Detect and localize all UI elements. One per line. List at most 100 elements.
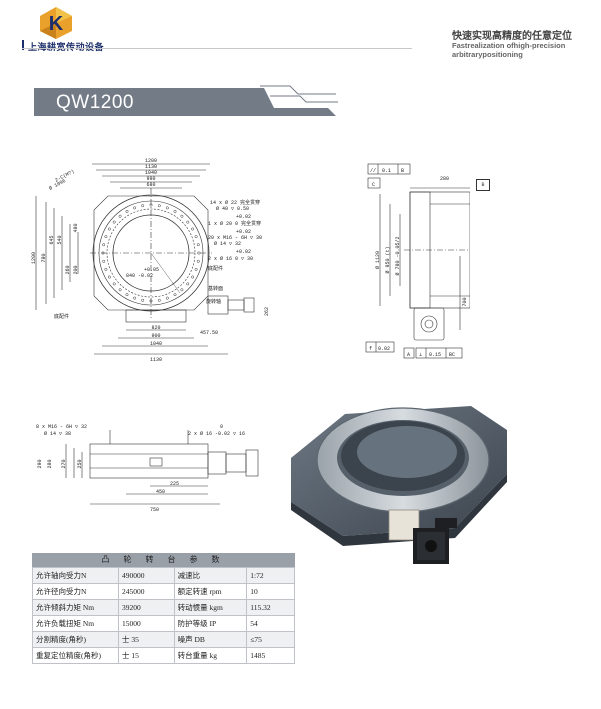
dim-top-3: 1040: [145, 170, 157, 176]
param-value: 1485: [246, 647, 295, 664]
front-callout-5: +0.02: [236, 229, 251, 235]
bolt-hole-icon: [186, 220, 190, 224]
side-tol-bl-symbol: f: [369, 346, 372, 352]
bolt-hole-icon: [133, 206, 137, 210]
lower-callout-left-2: Ø 14 ▽ 38: [44, 430, 71, 437]
tagline-chinese: 快速实现高精度的任意定位: [452, 31, 572, 42]
bolt-hole-icon: [186, 282, 190, 286]
bolt-hole-icon: [112, 220, 116, 224]
side-tol-value: 0.1: [382, 168, 391, 174]
param-value: 39200: [118, 599, 175, 616]
bolt-hole-icon: [173, 293, 177, 297]
center-dim-1: +0.05: [144, 267, 159, 273]
lower-dim-left-4: 250: [77, 459, 83, 468]
front-callout-12: 旋转轴: [206, 298, 221, 305]
bolt-hole-icon: [104, 235, 108, 239]
param-value: 490000: [118, 567, 175, 584]
lower-dim-bottom-3: 750: [150, 507, 159, 513]
bolt-hole-icon: [180, 288, 184, 292]
dim-left-1: 1200: [31, 252, 37, 264]
bolt-hole-icon: [157, 204, 161, 208]
side-tol-symbol: //: [370, 168, 376, 174]
bolt-hole-icon: [149, 299, 153, 303]
bolt-hole-icon: [104, 267, 108, 271]
front-callout-13: 457.50: [200, 330, 218, 336]
param-label: 允许轴向受力N: [31, 567, 120, 584]
dim-right-1: 262: [264, 307, 270, 316]
side-dim-v1: Ø 1120: [374, 251, 381, 269]
bolt-hole-icon: [191, 227, 195, 231]
product-photo: [291, 406, 507, 564]
param-label: 防护等级 IP: [173, 615, 248, 632]
param-label: 重复定位精度(角秒): [31, 647, 120, 664]
side-tol-br-value: 0.15: [429, 352, 441, 358]
dim-left-5: 260: [65, 265, 71, 274]
bolt-hole-icon: [197, 251, 201, 255]
bolt-hole-icon: [107, 275, 111, 279]
param-value: 15000: [118, 615, 175, 632]
company-name: 上海耕宽传动设备: [28, 42, 105, 52]
bolt-hole-icon: [173, 209, 177, 213]
logo-letter: K: [49, 13, 64, 35]
front-callout-8: +0.02: [236, 249, 251, 255]
lower-dim-left-1: 290: [37, 459, 43, 468]
lower-dim-left-3: 270: [61, 459, 67, 468]
model-title-band: [34, 88, 264, 116]
model-title: QW1200: [56, 92, 134, 113]
side-tol-bl-value: 0.02: [378, 346, 390, 352]
param-value: ≤75: [246, 631, 295, 648]
bolt-hole-icon: [102, 243, 106, 247]
param-value: 士 15: [118, 647, 175, 664]
param-label: 噪声 DB: [173, 631, 248, 648]
bolt-hole-icon: [196, 259, 200, 263]
bolt-hole-icon: [125, 293, 129, 297]
bolt-hole-icon: [149, 203, 153, 207]
bolt-hole-icon: [194, 267, 198, 271]
bolt-hole-icon: [180, 214, 184, 218]
side-dim-v4: 700: [462, 297, 468, 306]
bolt-hole-icon: [133, 296, 137, 300]
dim-left-7: 480: [73, 223, 79, 232]
lower-side-view-drawing: 8 x M16 - 6H ▽ 32 Ø 14 ▽ 38 0 2 x Ø 16 -…: [36, 424, 259, 513]
dim-left-4: 540: [57, 235, 63, 244]
lower-callout-right-tol: 0: [220, 424, 223, 430]
footer-text-fragment: [32, 703, 232, 709]
dim-left-6: 200: [73, 265, 79, 274]
front-callout-10: 底配件: [208, 265, 223, 272]
parameter-table-title: 凸 轮 转 台 参 数: [32, 553, 295, 567]
bolt-hole-icon: [102, 259, 106, 263]
title-decoration-icon: [240, 85, 338, 116]
dim-top-2: 1130: [145, 164, 157, 170]
side-view-drawing: // 0.1 B C 280 Ø 1120 Ø 950 (t) Ø 780 -0…: [365, 163, 470, 359]
param-value: 10: [246, 583, 295, 600]
lower-callout-left-1: 8 x M16 - 6H ▽ 32: [36, 424, 87, 430]
front-callout-9: 2 x Ø 16 0 ▽ 30: [208, 255, 253, 262]
side-datum-a: A: [407, 352, 410, 358]
bolt-hole-icon: [191, 275, 195, 279]
param-value: 245000: [118, 583, 175, 600]
side-dim-top: 280: [440, 176, 449, 182]
param-label: 分割精度(角秒): [31, 631, 120, 648]
bolt-hole-icon: [118, 288, 122, 292]
front-callout-11: 基转面: [208, 285, 223, 292]
bolt-hole-icon: [165, 296, 169, 300]
bolt-hole-icon: [141, 204, 145, 208]
front-callout-3: +0.02: [236, 214, 251, 220]
front-callout-2: Ø 40 ▽ 0.50: [216, 205, 249, 212]
dim-bottom-3: 1040: [150, 341, 162, 347]
side-tol-br-symbol: ⊥: [419, 352, 422, 358]
front-left-label: 底配件: [54, 313, 69, 320]
bolt-hole-icon: [101, 251, 105, 255]
bolt-hole-icon: [196, 243, 200, 247]
dim-left-3: 645: [49, 235, 55, 244]
bolt-hole-icon: [141, 298, 145, 302]
side-tol-br-datum: BC: [449, 352, 455, 358]
param-label: 减速比: [173, 567, 248, 584]
bolt-hole-icon: [125, 209, 129, 213]
bolt-hole-icon: [107, 227, 111, 231]
header-divider: [22, 48, 412, 49]
